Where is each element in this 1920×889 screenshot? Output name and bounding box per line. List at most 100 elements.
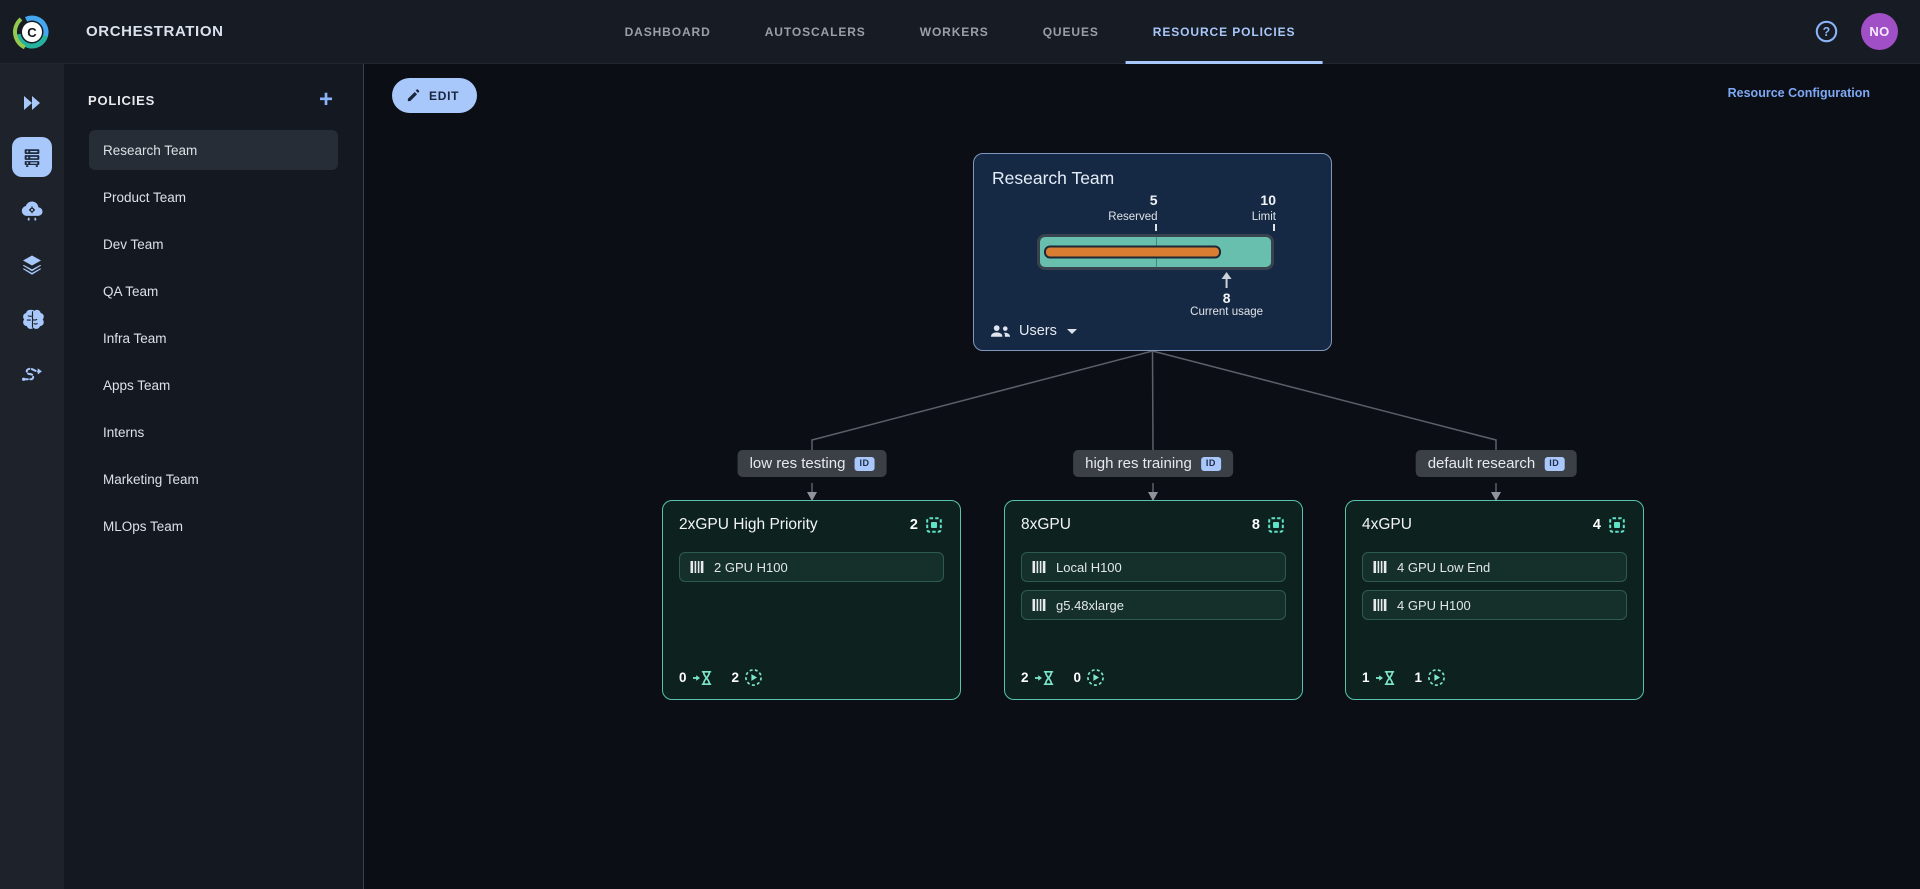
running-play-icon <box>1087 669 1104 686</box>
worker-card-8xgpu[interactable]: 8xGPU 8 Local H100 g5.48xlarge <box>1004 500 1303 700</box>
pending-stat: 1 <box>1362 670 1397 686</box>
policy-list: Research Team Product Team Dev Team QA T… <box>64 126 363 546</box>
group-name: default research <box>1427 455 1536 472</box>
gpu-chip-icon <box>926 517 942 533</box>
edit-button-label: EDIT <box>429 88 460 103</box>
logo-icon: C <box>13 12 51 51</box>
reserved-tick <box>1154 224 1157 231</box>
worker-card-title: 2xGPU High Priority <box>679 516 818 533</box>
id-badge[interactable]: ID <box>1200 456 1221 471</box>
tab-workers[interactable]: WORKERS <box>919 25 989 39</box>
add-policy-button[interactable]: + <box>318 86 333 113</box>
pencil-icon <box>407 89 420 102</box>
pending-stat: 0 <box>679 670 714 686</box>
id-badge[interactable]: ID <box>854 456 875 471</box>
help-icon[interactable]: ? <box>1814 19 1839 44</box>
rail-item-cloud[interactable] <box>0 184 64 238</box>
tab-resource-policies[interactable]: RESOURCE POLICIES <box>1125 0 1323 64</box>
running-count: 0 <box>1073 670 1082 685</box>
running-play-icon <box>745 669 762 686</box>
usage-value: 8 <box>1222 290 1231 306</box>
gpu-count: 4 <box>1592 517 1601 533</box>
resource-chip[interactable]: 4 GPU H100 <box>1362 590 1627 620</box>
pending-hourglass-icon <box>692 670 711 685</box>
worker-card-4xgpu[interactable]: 4xGPU 4 4 GPU Low End 4 GPU H100 <box>1345 500 1644 700</box>
layers-icon <box>22 255 42 275</box>
policy-item-product-team[interactable]: Product Team <box>103 189 187 205</box>
edit-button[interactable]: EDIT <box>392 78 478 113</box>
resource-chip-label: 2 GPU H100 <box>714 559 788 575</box>
group-chip-low-res-testing[interactable]: low res testing ID <box>737 450 887 477</box>
policy-item-research-team[interactable]: Research Team <box>89 130 338 170</box>
app-title: ORCHESTRATION <box>86 23 224 40</box>
chevron-down-icon <box>1066 328 1077 334</box>
gpu-chip-icon <box>1609 517 1625 533</box>
resource-chip-label: Local H100 <box>1056 559 1122 575</box>
running-play-icon <box>1428 669 1445 686</box>
policy-item-interns[interactable]: Interns <box>103 424 145 440</box>
gpu-count: 8 <box>1251 517 1260 533</box>
limit-label: Limit <box>1251 210 1276 223</box>
policy-item-apps-team[interactable]: Apps Team <box>103 377 171 393</box>
worker-card-2xgpu-high-priority[interactable]: 2xGPU High Priority 2 2 GPU H100 0 <box>662 500 961 700</box>
tab-autoscalers[interactable]: AUTOSCALERS <box>764 25 866 39</box>
policy-item-dev-team[interactable]: Dev Team <box>103 236 164 252</box>
group-chip-high-res-training[interactable]: high res training ID <box>1073 450 1233 477</box>
barcode-icon <box>1373 599 1387 611</box>
pending-hourglass-icon <box>1375 670 1394 685</box>
fast-forward-icon <box>24 96 40 110</box>
barcode-icon <box>1032 561 1046 573</box>
pending-hourglass-icon <box>1034 670 1053 685</box>
barcode-icon <box>1032 599 1046 611</box>
resource-chip[interactable]: 2 GPU H100 <box>679 552 944 582</box>
resource-chip-label: 4 GPU H100 <box>1397 597 1471 613</box>
top-bar: C ORCHESTRATION DASHBOARD AUTOSCALERS WO… <box>0 0 1920 64</box>
group-chip-default-research[interactable]: default research ID <box>1415 450 1577 477</box>
reserved-label-block: 5 Reserved <box>1108 192 1157 224</box>
gpu-chip-icon <box>1268 517 1284 533</box>
policy-item-marketing-team[interactable]: Marketing Team <box>103 471 199 487</box>
rail-item-jobs[interactable] <box>0 76 64 130</box>
worker-card-title: 4xGPU <box>1362 516 1412 533</box>
limit-value: 10 <box>1260 192 1276 209</box>
cloud-gear-icon <box>21 201 43 221</box>
id-badge[interactable]: ID <box>1544 456 1565 471</box>
policies-panel: POLICIES + Research Team Product Team De… <box>64 64 364 889</box>
policy-item-qa-team[interactable]: QA Team <box>103 283 159 299</box>
users-icon <box>990 325 1011 337</box>
group-name: high res training <box>1085 455 1192 472</box>
user-avatar[interactable]: NO <box>1861 13 1898 50</box>
limit-label-block: 10 Limit <box>1252 192 1276 224</box>
users-dropdown[interactable]: Users <box>990 323 1077 339</box>
running-count: 2 <box>731 670 740 685</box>
app-logo[interactable]: C <box>0 0 64 64</box>
resource-chip[interactable]: Local H100 <box>1021 552 1286 582</box>
worker-card-title: 8xGPU <box>1021 516 1071 533</box>
resource-chip[interactable]: g5.48xlarge <box>1021 590 1286 620</box>
rail-item-orchestration[interactable] <box>0 130 64 184</box>
usage-fill <box>1044 245 1221 259</box>
root-policy-node[interactable]: Research Team 5 Reserved 10 Limit 8 Curr… <box>973 153 1332 351</box>
reserved-value: 5 <box>1149 192 1158 209</box>
resource-configuration-link[interactable]: Resource Configuration <box>1727 86 1870 100</box>
running-stat: 0 <box>1074 668 1106 687</box>
usage-label: Current usage <box>1190 306 1264 318</box>
nav-tabs: DASHBOARD AUTOSCALERS WORKERS QUEUES RES… <box>598 0 1323 64</box>
tab-dashboard[interactable]: DASHBOARD <box>624 25 711 39</box>
reserved-label: Reserved <box>1108 210 1158 223</box>
svg-text:?: ? <box>1823 25 1831 39</box>
users-label: Users <box>1019 323 1057 339</box>
rail-item-layers[interactable] <box>0 238 64 292</box>
usage-arrow-icon <box>1221 272 1232 279</box>
resource-chip[interactable]: 4 GPU Low End <box>1362 552 1627 582</box>
usage-marker: 8 Current usage <box>1190 272 1263 318</box>
running-stat: 2 <box>732 668 764 687</box>
resource-chip-label: 4 GPU Low End <box>1397 559 1491 575</box>
rail-item-pipelines[interactable] <box>0 346 64 400</box>
pipeline-icon <box>21 367 42 381</box>
server-rack-icon <box>24 149 40 167</box>
policy-item-infra-team[interactable]: Infra Team <box>103 330 167 346</box>
rail-item-ml[interactable] <box>0 292 64 346</box>
policy-item-mlops-team[interactable]: MLOps Team <box>103 518 184 534</box>
tab-queues[interactable]: QUEUES <box>1042 25 1099 39</box>
